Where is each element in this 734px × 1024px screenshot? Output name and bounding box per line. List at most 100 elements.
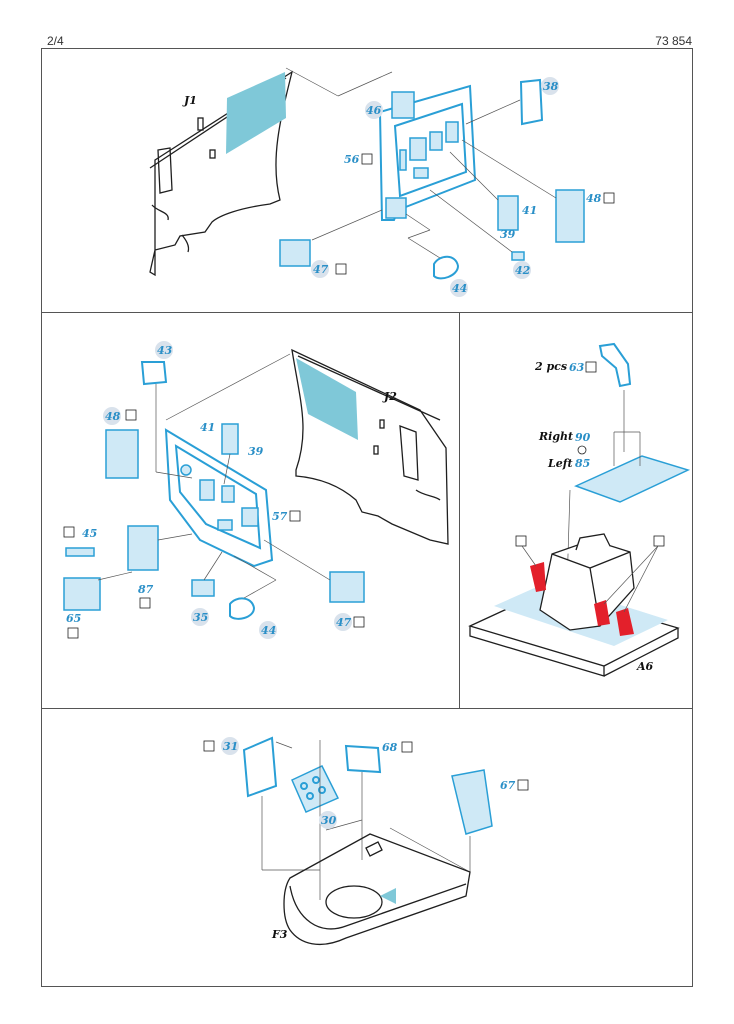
j1-part-46: 46 xyxy=(366,104,382,117)
j2-part-43-bracket xyxy=(140,361,168,386)
j2-check-47 xyxy=(353,616,365,628)
f3-badge-30 xyxy=(319,811,337,829)
j2-check-57 xyxy=(289,510,301,522)
j1-part-44-clip xyxy=(433,255,460,280)
divider-bottom xyxy=(41,708,693,709)
j1-part-44: 44 xyxy=(452,282,467,295)
section-j2: J2 43 48 41 39 57 45 87 65 35 44 47 xyxy=(63,341,449,639)
j2-part-45-label: 45 xyxy=(82,527,97,540)
a6-red-part-left xyxy=(530,562,546,592)
f3-floor xyxy=(283,833,471,946)
section-a6: 2 pcs 63 Right 90 Left 85 A6 xyxy=(468,342,691,677)
j1-part-41-plate xyxy=(497,195,519,231)
j1-part-47-box xyxy=(279,239,311,267)
f3-part-30-plate xyxy=(291,765,340,813)
page-number: 2/4 xyxy=(47,34,64,48)
j1-part-42 xyxy=(511,251,525,261)
f3-check-31 xyxy=(203,740,215,752)
f3-check-67 xyxy=(517,779,529,791)
f3-part-30: 30 xyxy=(321,814,337,827)
j1-part-42-label: 42 xyxy=(515,264,531,277)
a6-paint-icon xyxy=(577,445,587,455)
j2-part-47-box xyxy=(329,571,365,603)
a6-mesh-plate xyxy=(574,455,691,503)
j2-part-48: 48 xyxy=(105,410,121,423)
j1-badge-46 xyxy=(365,101,383,119)
j1-part-48: 48 xyxy=(586,192,602,205)
a6-left-part: 85 xyxy=(575,457,590,470)
f3-badge-31 xyxy=(221,737,239,755)
j2-part-47: 47 xyxy=(336,616,352,629)
f3-part-31: 31 xyxy=(223,740,238,753)
j2-badge-35 xyxy=(191,608,209,626)
j2-part-35-label: 35 xyxy=(193,611,208,624)
j1-part-38-bracket xyxy=(519,78,544,126)
j1-pe-panel xyxy=(378,84,477,221)
j1-badge-47 xyxy=(311,260,329,278)
divider-middle xyxy=(459,312,460,709)
a6-check-63 xyxy=(585,361,597,373)
j1-label: J1 xyxy=(182,94,197,107)
j2-window-frame xyxy=(399,425,419,481)
j2-badge-44 xyxy=(259,621,277,639)
j2-badge-47 xyxy=(334,613,352,631)
j1-check-47 xyxy=(335,263,347,275)
a6-right-part: 90 xyxy=(575,431,591,444)
f3-part-68: 68 xyxy=(382,741,398,754)
a6-check-left xyxy=(515,535,527,547)
j2-part-57: 57 xyxy=(272,510,288,523)
j2-check-87 xyxy=(139,597,151,609)
f3-part-67-box xyxy=(451,769,493,835)
j1-badge-44 xyxy=(450,279,468,297)
j2-check-48 xyxy=(125,409,137,421)
j2-part-65-box xyxy=(63,577,101,611)
f3-part-68-frame xyxy=(344,744,382,774)
j2-badge-43 xyxy=(155,341,173,359)
j1-part-47: 47 xyxy=(313,263,329,276)
j1-glass-panel xyxy=(226,72,286,154)
a6-part-63 xyxy=(598,342,632,388)
j1-part-48-box xyxy=(555,189,585,243)
j2-check-65 xyxy=(67,627,79,639)
j1-part-39: 39 xyxy=(500,228,516,241)
j1-part-56: 56 xyxy=(344,153,360,166)
j2-part-87: 87 xyxy=(138,583,154,596)
j2-part-44: 44 xyxy=(261,624,276,637)
a6-label: A6 xyxy=(636,660,654,673)
section-j1: J1 46 56 38 48 41 39 42 47 44 xyxy=(149,67,615,297)
j2-check-45 xyxy=(63,526,75,538)
f3-part-31-panel xyxy=(242,736,278,798)
j2-part-41-plate xyxy=(221,423,239,455)
j2-part-87-panel xyxy=(127,525,159,571)
j2-part-41: 41 xyxy=(200,421,215,434)
j2-part-44-clip xyxy=(229,597,256,620)
j2-wall xyxy=(291,348,449,545)
a6-red-part-right xyxy=(616,608,634,636)
j1-part-41: 41 xyxy=(522,204,537,217)
j2-part-65: 65 xyxy=(66,612,81,625)
f3-part-67: 67 xyxy=(500,779,516,792)
a6-left-label: Left xyxy=(547,457,573,470)
j1-part-38: 38 xyxy=(543,80,559,93)
j2-part-35 xyxy=(191,579,215,597)
j1-badge-42 xyxy=(513,261,531,279)
j2-part-48-box xyxy=(105,429,139,479)
instruction-frame xyxy=(41,48,693,987)
a6-red-part-mid xyxy=(594,600,610,626)
j2-part-43: 43 xyxy=(157,344,173,357)
a6-quantity: 2 pcs xyxy=(534,360,567,373)
f3-label: F3 xyxy=(271,928,288,941)
j1-badge-38 xyxy=(541,77,559,95)
a6-check-right xyxy=(653,535,665,547)
divider-top xyxy=(41,312,693,313)
j2-pe-panel xyxy=(164,428,274,568)
j1-window-frame xyxy=(157,147,173,194)
j2-glass-panel xyxy=(296,358,358,440)
j1-check-48 xyxy=(603,192,615,204)
j2-badge-48 xyxy=(103,407,121,425)
a6-seat-box xyxy=(539,539,635,631)
f3-check-68 xyxy=(401,741,413,753)
j2-part-39: 39 xyxy=(248,445,264,458)
section-f3: 31 68 67 30 F3 xyxy=(203,736,529,946)
